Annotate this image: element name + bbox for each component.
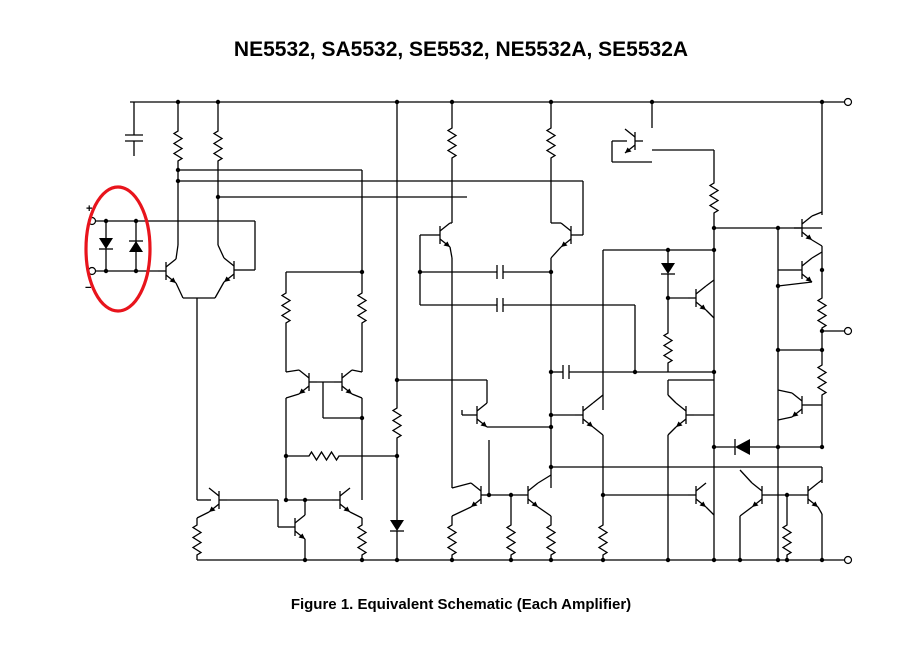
noninverting-input-label: + (86, 203, 92, 215)
resistor-icon (817, 294, 827, 332)
transistor-icon (791, 392, 811, 418)
resistor-icon (782, 521, 792, 559)
vcc-terminal-icon (843, 97, 853, 107)
transistor-icon (574, 402, 594, 428)
input-protection-diodes (99, 218, 143, 274)
transistor-icon (298, 369, 318, 395)
bias-column (390, 99, 488, 560)
highlight-ellipse (84, 185, 152, 313)
vee-terminal-icon (843, 555, 853, 565)
inverting-input-label: − (85, 282, 91, 294)
page-title: NE5532, SA5532, SE5532, NE5532A, SE5532A (233, 38, 689, 61)
transistor-icon (223, 257, 243, 283)
transistor-icon (519, 482, 539, 508)
resistor-icon (305, 451, 343, 461)
vee-rail (197, 555, 853, 565)
transistor-icon (624, 128, 644, 154)
transistor-icon (687, 482, 707, 508)
transistor-icon (208, 487, 228, 513)
resistor-icon (392, 404, 402, 442)
transistor-icon (675, 402, 695, 428)
transistor-icon (468, 402, 488, 428)
resistor-icon (598, 521, 608, 559)
output-terminal-icon (843, 326, 853, 336)
resistor-icon (192, 521, 202, 559)
resistor-icon (546, 124, 556, 162)
resistor-icon (357, 521, 367, 559)
resistor-icon (447, 124, 457, 162)
vcc-rail (130, 97, 853, 107)
current-mirror-stage (192, 170, 400, 560)
resistor-icon (281, 289, 291, 327)
diode-icon (129, 241, 143, 252)
transistor-icon (431, 222, 451, 248)
output-stage (739, 102, 827, 563)
junction-dots (175, 99, 825, 563)
transistor-icon (799, 482, 819, 508)
diode-icon (99, 238, 113, 249)
resistor-icon (213, 127, 223, 165)
input-stage: + − (84, 102, 583, 500)
transistor-icon (157, 258, 177, 284)
transistor-icon (751, 482, 771, 508)
resistor-icon (173, 127, 183, 165)
resistor-icon (817, 361, 827, 399)
resistor-icon (357, 289, 367, 327)
diode-icon (390, 520, 404, 531)
diode-icon (661, 263, 675, 274)
transistor-icon (286, 514, 306, 540)
output-terminal (822, 326, 853, 336)
resistor-icon (663, 329, 673, 367)
resistor-icon (447, 521, 457, 559)
resistor-icon (546, 521, 556, 559)
transistor-icon (470, 482, 490, 508)
driver-stage (548, 102, 822, 563)
transistor-icon (560, 222, 580, 248)
transistor-icon (793, 257, 813, 283)
resistor-icon (506, 521, 516, 559)
figure-caption: Figure 1. Equivalent Schematic (Each Amp… (290, 596, 632, 613)
transistor-icon (331, 487, 351, 513)
resistor-icon (709, 179, 719, 217)
transistor-icon (687, 285, 707, 311)
diode-icon (735, 439, 750, 455)
transistor-icon (333, 369, 353, 395)
second-stage (419, 102, 822, 560)
